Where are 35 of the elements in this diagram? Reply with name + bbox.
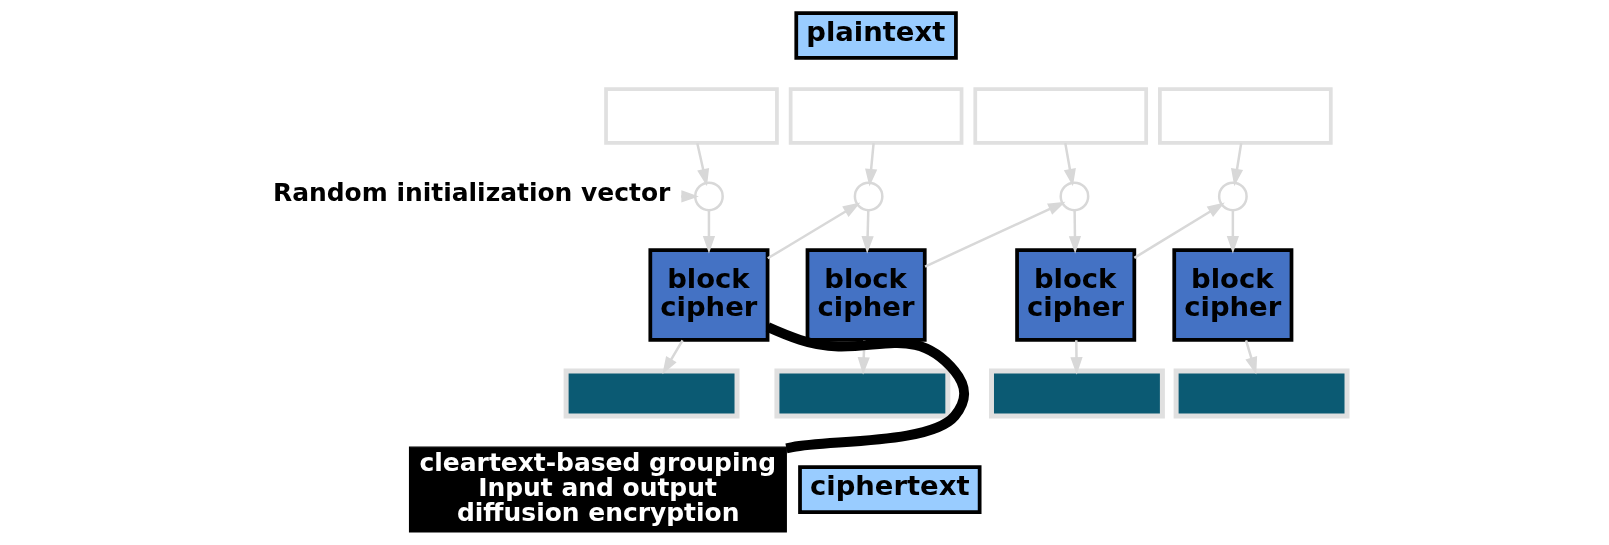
arrow — [661, 339, 684, 375]
connector — [765, 322, 969, 454]
arrow — [702, 210, 715, 254]
node-box: block cipher — [805, 248, 927, 342]
arrow — [861, 210, 874, 254]
node-box: cleartext-based grouping Input and output diffusion encryption — [408, 446, 787, 533]
node-circle — [1217, 181, 1248, 212]
arrow — [924, 201, 1065, 268]
arrow — [1226, 210, 1239, 254]
node-box: block cipher — [1014, 248, 1136, 342]
node-box — [788, 87, 963, 145]
node-text: Random initialization vector — [272, 178, 670, 208]
node-box: block cipher — [1171, 248, 1293, 342]
arrow — [1230, 142, 1243, 187]
node-box — [988, 368, 1165, 419]
arrow — [1133, 202, 1225, 259]
node-circle — [853, 181, 884, 212]
node-box: ciphertext — [797, 465, 981, 514]
node-circle — [693, 181, 724, 212]
node-box — [1173, 368, 1349, 419]
arrow — [1063, 142, 1076, 187]
node-box — [972, 87, 1148, 145]
arrow — [1069, 340, 1083, 375]
node-box — [603, 87, 779, 145]
node-box — [563, 368, 739, 419]
arrow — [695, 142, 709, 187]
arrow — [766, 202, 860, 260]
node-box — [773, 368, 950, 419]
arrow — [1244, 339, 1257, 375]
arrow — [1068, 210, 1081, 254]
node-box — [1157, 87, 1333, 145]
node-box: block cipher — [647, 248, 769, 342]
arrow — [864, 143, 877, 187]
node-circle — [1058, 181, 1089, 212]
node-box: plaintext — [793, 11, 958, 60]
